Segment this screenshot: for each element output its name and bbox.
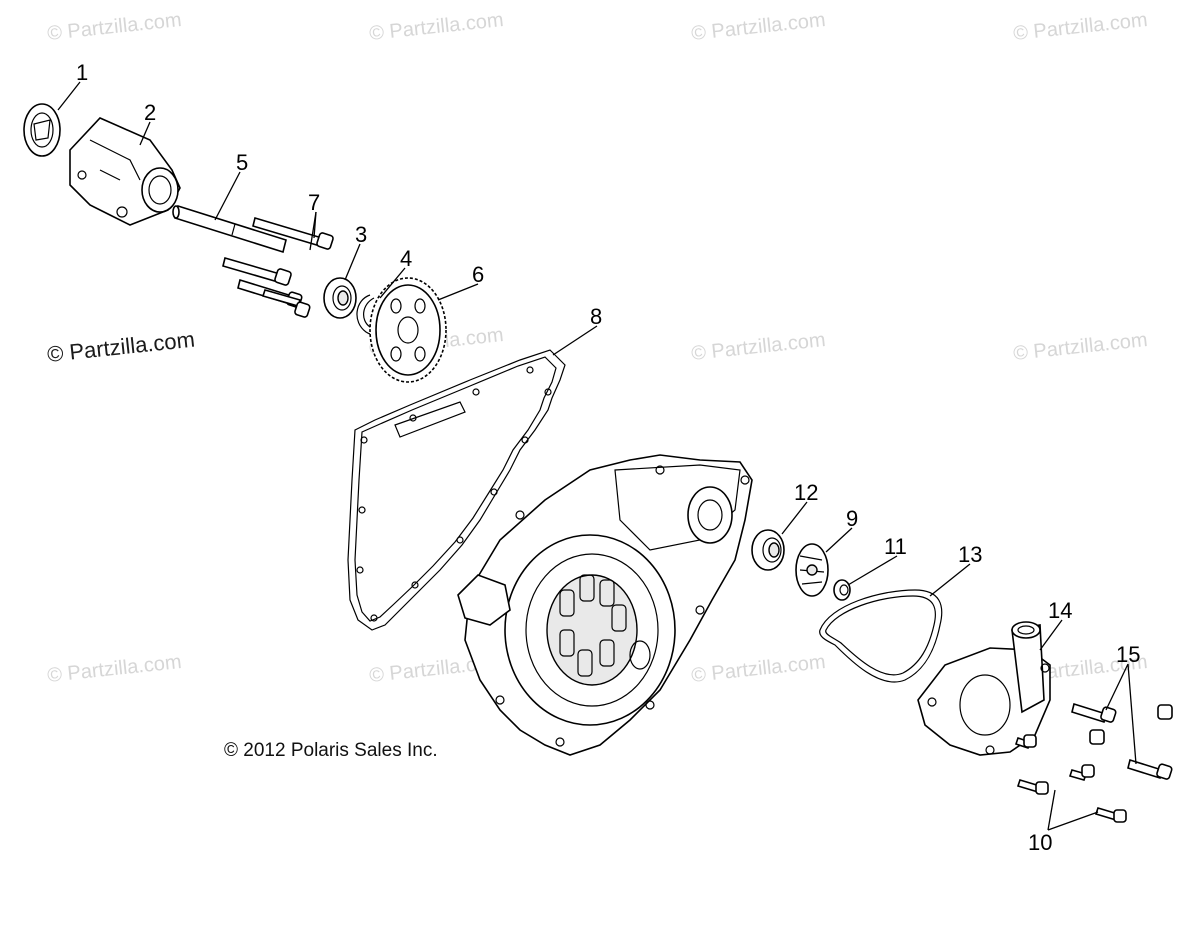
part-11-nut: [833, 579, 851, 601]
part-2-pump-housing: [69, 117, 181, 226]
watermark-prominent: © Partzilla.com: [46, 327, 196, 367]
part-13-o-ring: [819, 589, 943, 683]
callout-7: 7: [308, 190, 320, 215]
part-5-pump-shaft: [172, 204, 287, 254]
part-10-bolts: [1014, 734, 1127, 823]
callout-8: 8: [590, 304, 602, 329]
callout-labels: 1 2 3 4 5 6 7 8 9 10 11 12 13 14 15: [76, 60, 1140, 855]
part-9-impeller: [795, 543, 829, 597]
crankcase-cover: [457, 454, 753, 756]
watermark: © Partzilla.com: [690, 651, 826, 687]
callout-5: 5: [236, 150, 248, 175]
watermark: © Partzilla.com: [690, 329, 826, 365]
part-12-seal: [751, 529, 785, 571]
part-6-gear: [369, 277, 447, 383]
leader-lines: [57, 81, 1137, 831]
watermark: © Partzilla.com: [46, 9, 182, 45]
callout-12: 12: [794, 480, 818, 505]
part-15-bolts: [1071, 702, 1173, 780]
part-8-gasket: [347, 349, 566, 631]
callout-1: 1: [76, 60, 88, 85]
watermark: © Partzilla.com: [690, 9, 826, 45]
part-1-pump-rotor: [23, 103, 61, 157]
watermark: © Partzilla.com: [1012, 329, 1148, 365]
part-7-bolts: [222, 216, 334, 318]
part-3-bearing: [323, 277, 357, 319]
part-14-pump-cover: [917, 621, 1051, 756]
watermark: © Partzilla.com: [368, 9, 504, 45]
callout-13: 13: [958, 542, 982, 567]
copyright-notice: © 2012 Polaris Sales Inc.: [224, 740, 438, 761]
callout-2: 2: [144, 100, 156, 125]
callout-15: 15: [1116, 642, 1140, 667]
watermark: © Partzilla.com: [1012, 9, 1148, 45]
callout-3: 3: [355, 222, 367, 247]
callout-14: 14: [1048, 598, 1072, 623]
callout-4: 4: [400, 246, 412, 271]
callout-9: 9: [846, 506, 858, 531]
callout-6: 6: [472, 262, 484, 287]
callout-10: 10: [1028, 830, 1052, 855]
watermark: © Partzilla.com: [46, 651, 182, 687]
callout-11: 11: [884, 534, 907, 559]
